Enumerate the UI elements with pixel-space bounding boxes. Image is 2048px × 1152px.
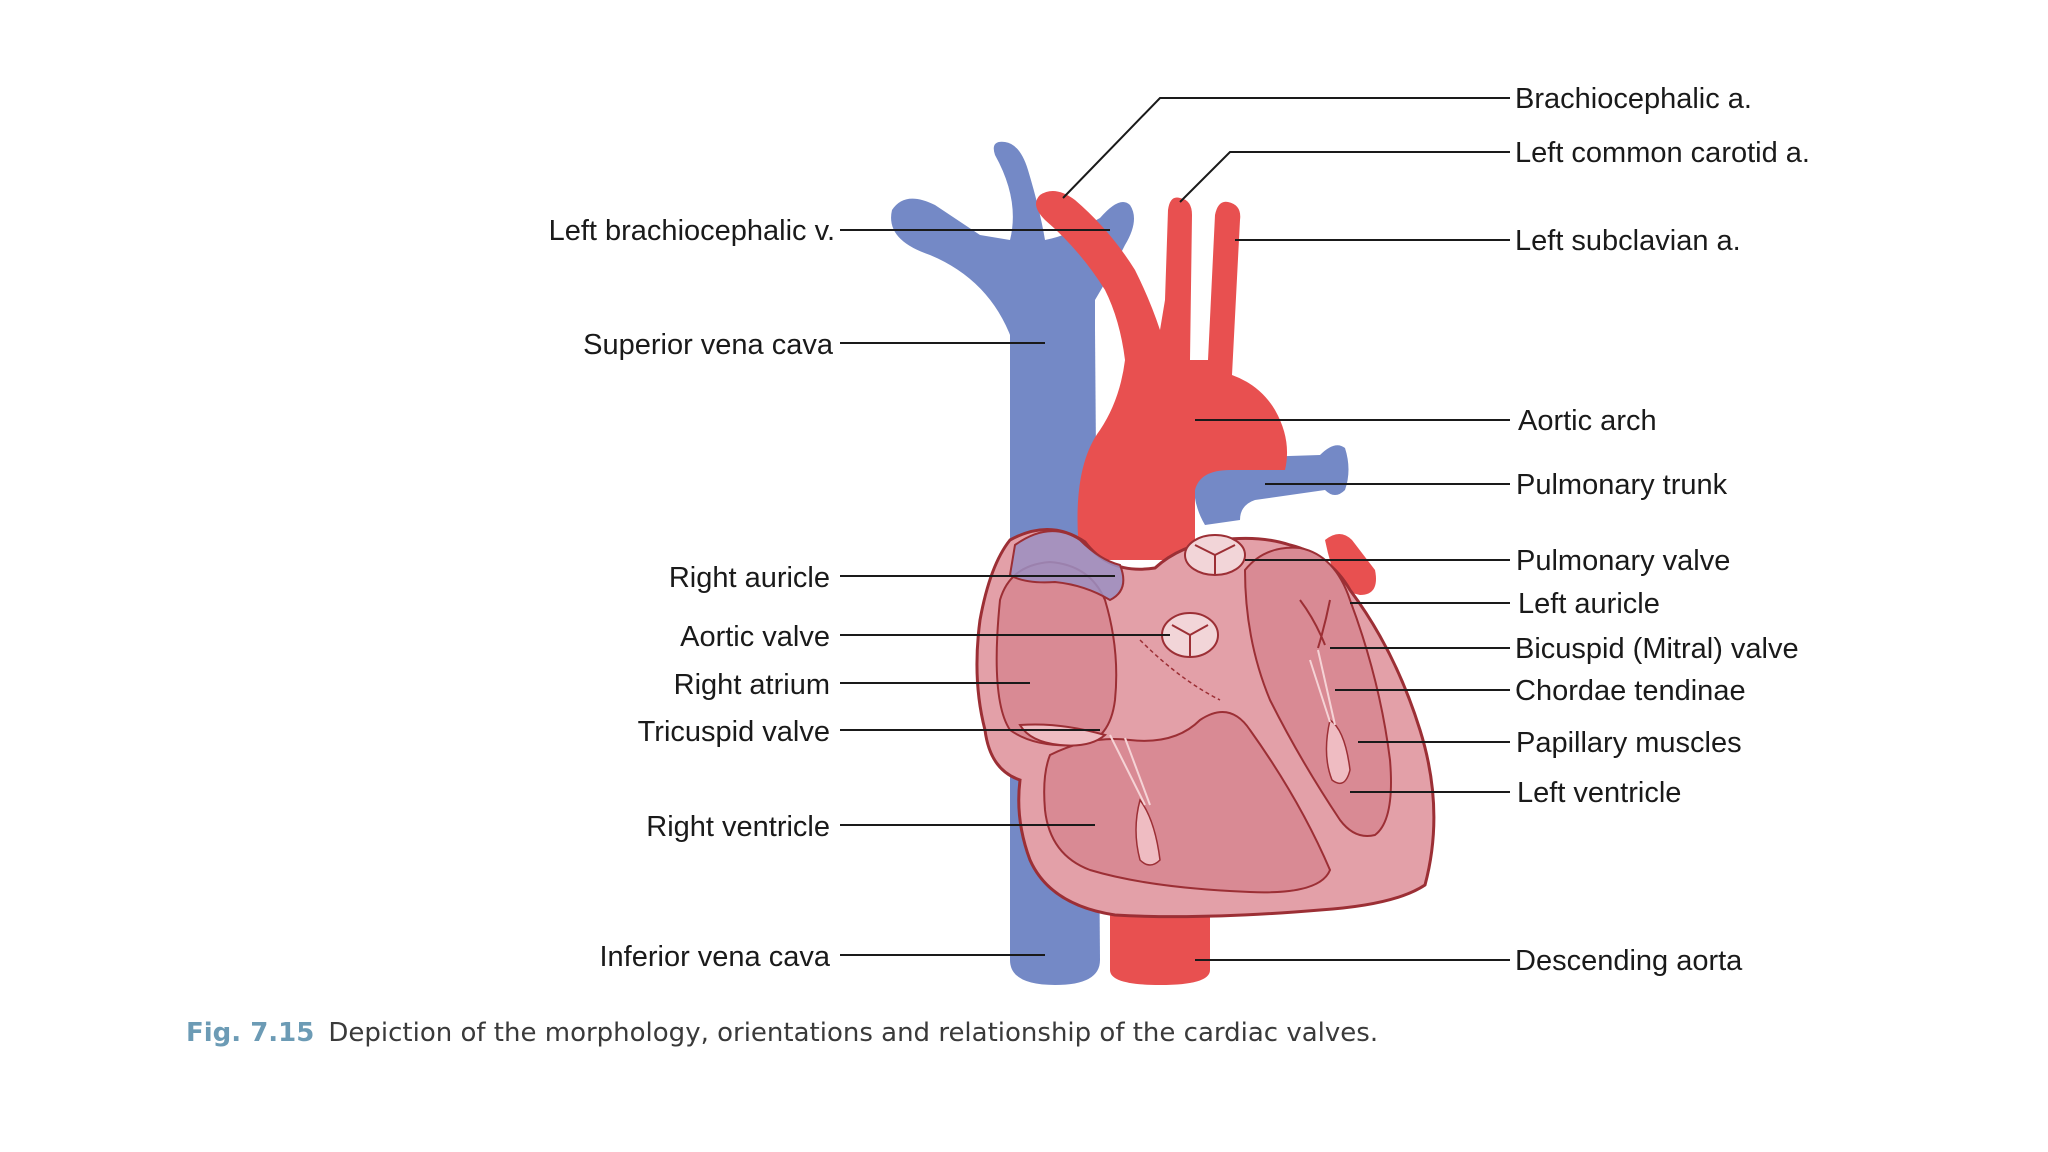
label-superior-vena-cava: Superior vena cava (583, 329, 834, 361)
aortic-valve (1161, 612, 1219, 658)
label-left-auricle: Left auricle (1518, 588, 1660, 620)
label-right-auricle: Right auricle (669, 562, 830, 594)
right-ventricle-chamber (1043, 711, 1332, 894)
heart-body (975, 528, 1436, 919)
leader-lines (840, 97, 1510, 961)
label-left-ventricle: Left ventricle (1517, 777, 1681, 809)
pulmonary-valve (1184, 534, 1246, 576)
figure-caption-text: Depiction of the morphology, orientation… (328, 1018, 1379, 1048)
label-bicuspid-mitral-valve: Bicuspid (Mitral) valve (1515, 633, 1799, 665)
label-right-ventricle: Right ventricle (646, 811, 830, 843)
label-inferior-vena-cava: Inferior vena cava (599, 941, 830, 973)
labels-right: Brachiocephalic a. Left common carotid a… (1515, 83, 1810, 977)
labels-left: Left brachiocephalic v. Superior vena ca… (549, 215, 835, 973)
label-chordae-tendinae: Chordae tendinae (1515, 675, 1746, 707)
figure-caption: Fig. 7.15 Depiction of the morphology, or… (186, 1018, 1378, 1048)
label-right-atrium: Right atrium (674, 669, 830, 701)
label-left-brachiocephalic-vein: Left brachiocephalic v. (549, 215, 835, 247)
label-tricuspid-valve: Tricuspid valve (638, 716, 830, 748)
left-brachiocephalic-vein-shape (891, 141, 1134, 340)
label-brachiocephalic-artery: Brachiocephalic a. (1515, 83, 1752, 115)
label-pulmonary-trunk: Pulmonary trunk (1516, 469, 1728, 501)
label-left-subclavian-artery: Left subclavian a. (1515, 225, 1741, 257)
label-papillary-muscles: Papillary muscles (1516, 727, 1742, 759)
mitral-valve-shape (1299, 599, 1331, 649)
left-ventricle-chamber (1243, 546, 1392, 837)
label-left-common-carotid-artery: Left common carotid a. (1515, 137, 1810, 169)
figure-number: Fig. 7.15 (186, 1018, 315, 1048)
papillary-muscle-shape (1325, 718, 1351, 785)
label-pulmonary-valve: Pulmonary valve (1516, 545, 1730, 577)
label-aortic-arch: Aortic arch (1518, 405, 1657, 437)
label-descending-aorta: Descending aorta (1515, 945, 1743, 977)
chordae-lines (1109, 649, 1336, 806)
aortic-arch-shape (1036, 191, 1288, 560)
papillary-muscle-shape-2 (1135, 798, 1161, 866)
label-aortic-valve: Aortic valve (680, 621, 830, 653)
right-auricle-shape (1008, 530, 1125, 602)
